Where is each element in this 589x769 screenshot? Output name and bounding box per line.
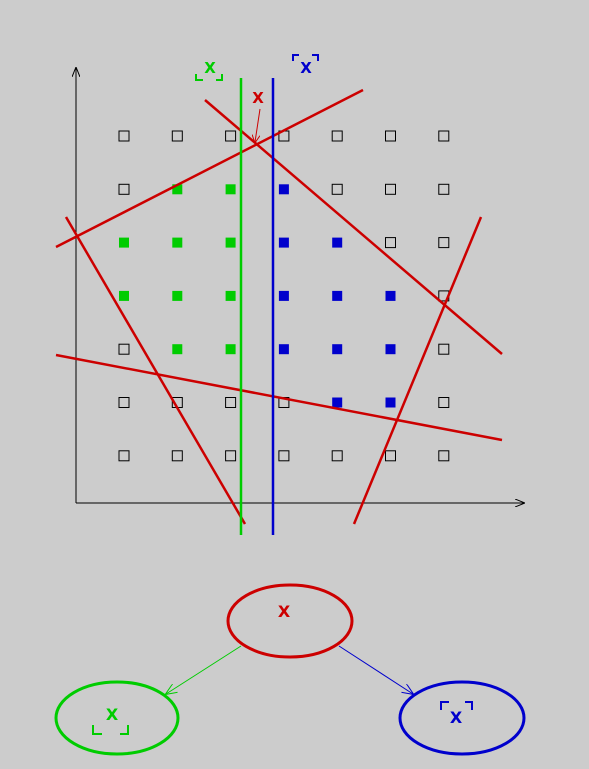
lattice-point-empty (278, 450, 290, 462)
ceil-node (398, 680, 526, 756)
lattice-point-empty (331, 183, 343, 195)
lattice-point-empty (118, 130, 130, 142)
ceil-label-top-text: X (300, 59, 312, 77)
lattice-point-blue (278, 344, 289, 355)
lattice-point-green (225, 237, 236, 248)
ceil-bracket-icon (292, 54, 319, 61)
ceil-node-bracket-icon (440, 701, 473, 710)
lattice-point-empty (171, 130, 183, 142)
lattice-point-empty (385, 450, 396, 462)
lattice-point-blue (332, 290, 343, 301)
lattice-point-empty (331, 130, 343, 142)
root-node (226, 583, 354, 659)
lattice-point-empty (118, 450, 130, 462)
root-node-label: X (278, 602, 291, 621)
constraint-line-1 (55, 88, 364, 249)
lattice-point-empty (438, 183, 450, 195)
lattice-point-blue (385, 344, 396, 355)
constraint-line-4 (55, 353, 503, 442)
lattice-point-empty (225, 397, 237, 408)
lattice-point-blue (332, 344, 343, 355)
lattice-point-green (225, 344, 236, 355)
lattice-point-green (119, 290, 129, 301)
relaxation-tree: X X X (54, 583, 526, 756)
floor-label-top-text: X (204, 59, 216, 77)
lattice-point-empty (118, 183, 130, 195)
lattice-point-empty (118, 397, 130, 408)
lattice-point-empty (438, 237, 450, 249)
lattice-point-empty (331, 450, 343, 462)
lattice-point-empty (438, 130, 450, 142)
lattice-points (118, 130, 450, 462)
real-optimum-label-text: X (252, 89, 264, 107)
lattice-point-blue (278, 290, 289, 301)
lattice-point-empty (225, 130, 237, 142)
lattice-point-blue (385, 397, 396, 408)
edge-to-floor (166, 645, 242, 694)
lattice-point-empty (438, 343, 450, 355)
lattice-point-green (172, 184, 183, 195)
lattice-point-empty (385, 183, 396, 195)
lattice-point-empty (385, 237, 396, 249)
lattice-point-empty (118, 343, 130, 355)
lattice-point-blue (332, 237, 343, 248)
constraint-line-3 (64, 216, 247, 525)
real-optimum-label: X (252, 89, 264, 142)
lattice-point-green (172, 290, 183, 301)
floor-label-top: X (195, 59, 223, 81)
lattice-point-blue (278, 184, 289, 195)
ceil-node-label: X (450, 708, 463, 727)
lattice-point-green (225, 184, 236, 195)
constraint-line-5 (352, 216, 483, 525)
lattice-point-green (172, 344, 183, 355)
edge-to-ceil (338, 645, 413, 694)
lattice-point-empty (171, 450, 183, 462)
lattice-point-empty (438, 450, 450, 462)
lattice-point-blue (385, 290, 396, 301)
floor-bracket-icon (195, 74, 223, 81)
floor-node-bracket-icon (92, 725, 129, 735)
lattice-point-blue (278, 237, 289, 248)
lattice-point-empty (385, 130, 396, 142)
lattice-point-green (225, 290, 236, 301)
axes (76, 68, 524, 503)
floor-node (54, 680, 180, 756)
lattice-point-empty (225, 450, 237, 462)
lattice-point-empty (438, 397, 450, 408)
lattice-point-green (119, 237, 129, 248)
lattice-point-blue (332, 397, 343, 408)
floor-node-label: X (106, 705, 119, 724)
ceil-label-top: X (292, 54, 319, 77)
constraint-line-2 (204, 99, 503, 355)
lattice-point-green (172, 237, 183, 248)
real-optimum-arrow (255, 108, 261, 142)
